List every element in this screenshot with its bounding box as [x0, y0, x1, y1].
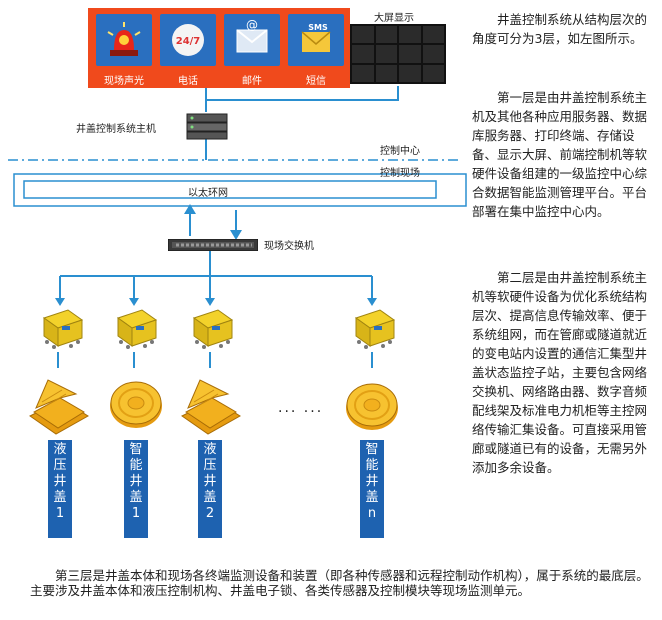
server-icon: [186, 112, 228, 140]
paragraph-layer-1: 第一层是由井盖控制系统主机及其他各种应用服务器、数据库服务器、打印终端、存储设备…: [472, 90, 648, 219]
hydraulic-cover-2-icon: [178, 372, 244, 442]
control-field-label: 控制现场: [380, 168, 420, 179]
sms-icon: SMS: [288, 14, 344, 66]
ethernet-label: 以太环网: [188, 188, 228, 199]
mail-icon: @: [224, 14, 280, 66]
alert-label-2: 邮件: [242, 76, 262, 87]
alert-label-3: 短信: [306, 76, 326, 87]
control-box-4: [350, 306, 396, 356]
big-screen-label: 大屏显示: [374, 13, 414, 24]
alert-label-0: 现场声光: [104, 76, 144, 87]
layer-one-text: 第一层是由井盖控制系统主机及其他各种应用服务器、数据库服务器、打印终端、存储设备…: [472, 88, 658, 221]
host-label: 井盖控制系统主机: [76, 124, 156, 135]
control-box-3: [188, 306, 234, 356]
hydraulic-cover-1-icon: [26, 372, 92, 442]
switch-label: 现场交换机: [264, 241, 314, 252]
phone-badge-text: 24/7: [176, 36, 201, 47]
layer-three-text: 第三层是井盖本体和现场各终端监测设备和装置（即各种传感器和远程控制动作机构），属…: [30, 568, 658, 598]
ellipsis: ··· ···: [278, 404, 324, 420]
layer-intro-text: 井盖控制系统从结构层次的角度可分为3层，如左图所示。: [472, 10, 658, 48]
control-box-2: [112, 306, 158, 356]
smart-cover-n-icon: [344, 378, 400, 438]
alert-label-1: 电话: [178, 76, 198, 87]
siren-icon: [96, 14, 152, 66]
paragraph-intro: 井盖控制系统从结构层次的角度可分为3层，如左图所示。: [472, 12, 648, 46]
paragraph-layer-2: 第二层是由井盖控制系统主机等软硬件设备为优化系统结构层次、提高信息传输效率、便于…: [472, 270, 648, 475]
smart-cover-1-icon: [108, 376, 164, 436]
phone-24-7-icon: 24/7: [160, 14, 216, 66]
mail-badge-text: @: [246, 20, 258, 32]
control-center-label: 控制中心: [380, 146, 420, 157]
paragraph-layer-3: 第三层是井盖本体和现场各终端监测设备和装置（即各种传感器和远程控制动作机构），属…: [30, 568, 649, 598]
sms-badge-text: SMS: [308, 23, 328, 32]
alert-panel: 现场声光 24/7 电话 @ 邮件 SMS 短信: [88, 8, 350, 88]
big-screen: [350, 24, 446, 84]
switch-icon: [167, 236, 259, 252]
layer-two-text: 第二层是由井盖控制系统主机等软硬件设备为优化系统结构层次、提高信息传输效率、便于…: [472, 268, 658, 477]
control-box-1: [38, 306, 84, 356]
